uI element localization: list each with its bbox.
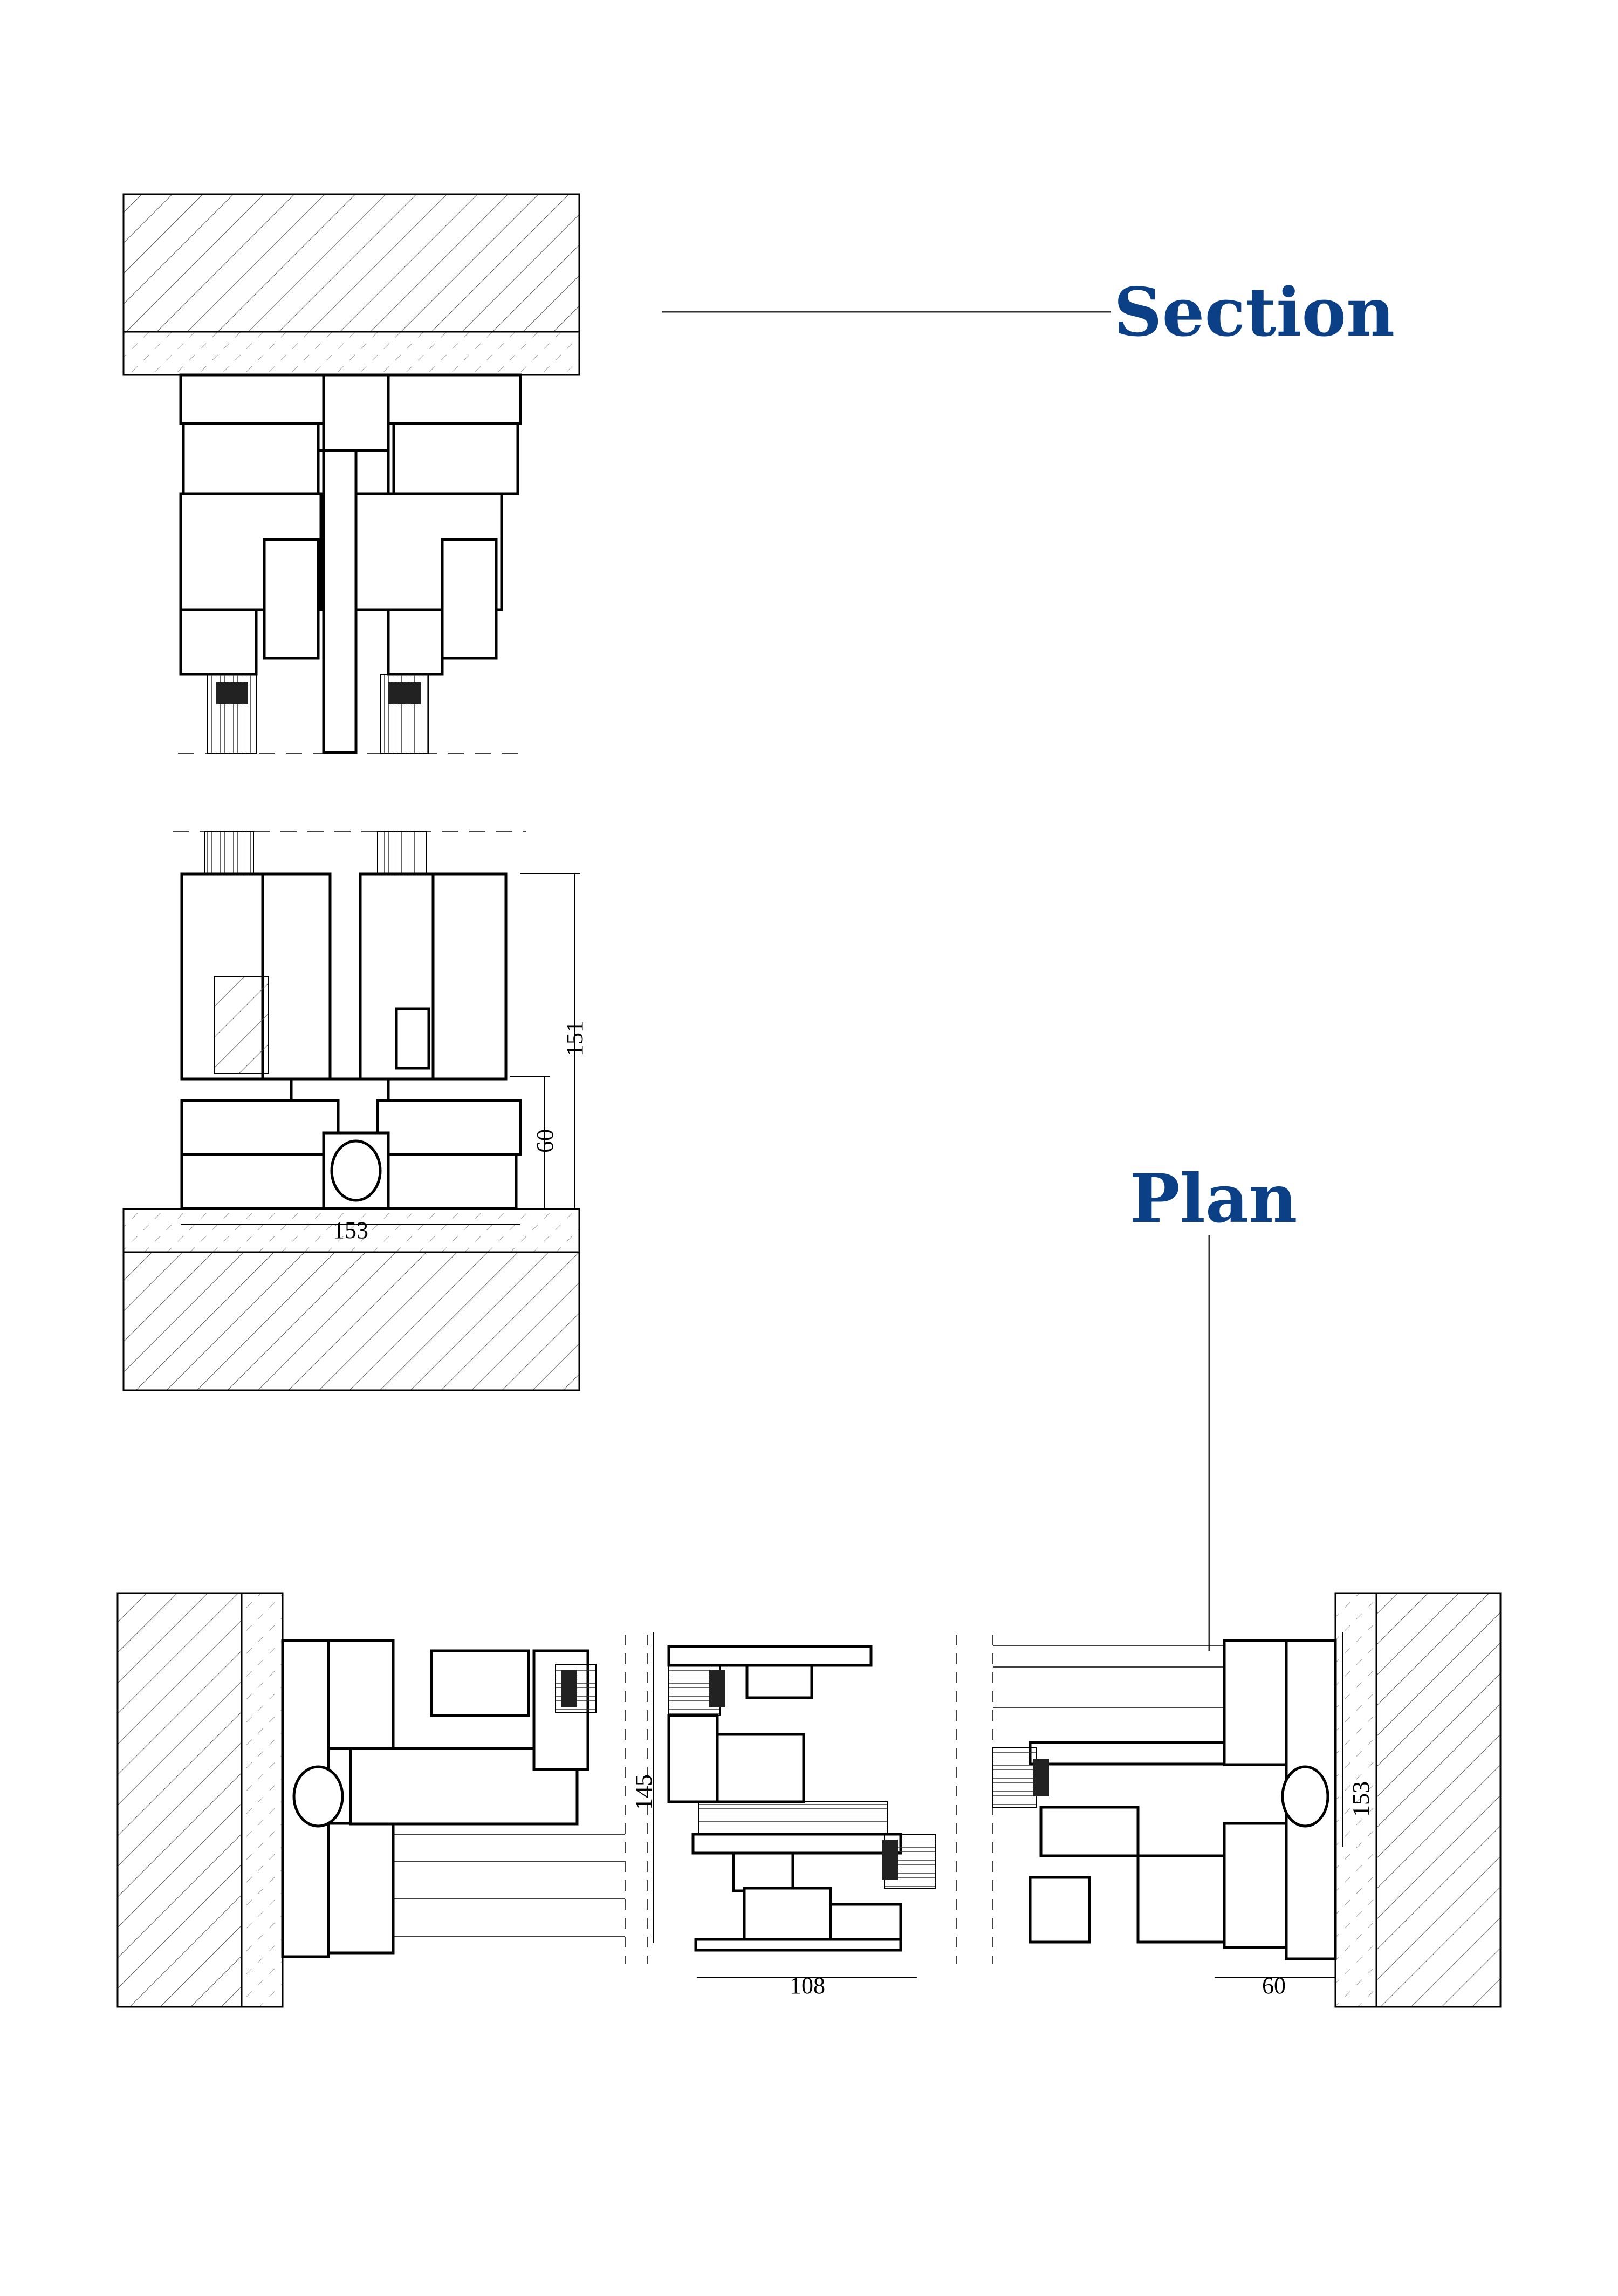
section-sill-profile: [173, 831, 526, 1210]
plan-right-jamb: [992, 1635, 1337, 1964]
dimension-145: 145: [630, 1774, 657, 1810]
dimension-153-section: 153: [333, 1217, 368, 1243]
dimension-153-plan: 153: [1348, 1781, 1374, 1817]
section-title-group: Section: [662, 274, 1395, 352]
section-title: Section: [1114, 274, 1395, 352]
plan-dimension-lines: [653, 1632, 1343, 1978]
dimension-60-sill: 60: [532, 1129, 558, 1153]
sill-wall: [122, 1208, 580, 1391]
plan-right-wall: [1334, 1592, 1502, 2008]
section-head-profile: [178, 373, 526, 754]
dimension-108: 108: [790, 1972, 825, 1999]
dimension-60-jamb: 60: [1262, 1972, 1286, 1999]
plan-left-jamb: [281, 1635, 626, 1964]
plan-title-group: Plan: [1130, 1160, 1298, 1651]
plan-left-wall: [116, 1592, 284, 2008]
section-dimension-lines: [181, 873, 580, 1225]
plan-interlock: [647, 1635, 957, 1964]
head-wall: [122, 193, 580, 376]
plan-title: Plan: [1130, 1160, 1298, 1238]
dimension-151: 151: [561, 1021, 588, 1056]
